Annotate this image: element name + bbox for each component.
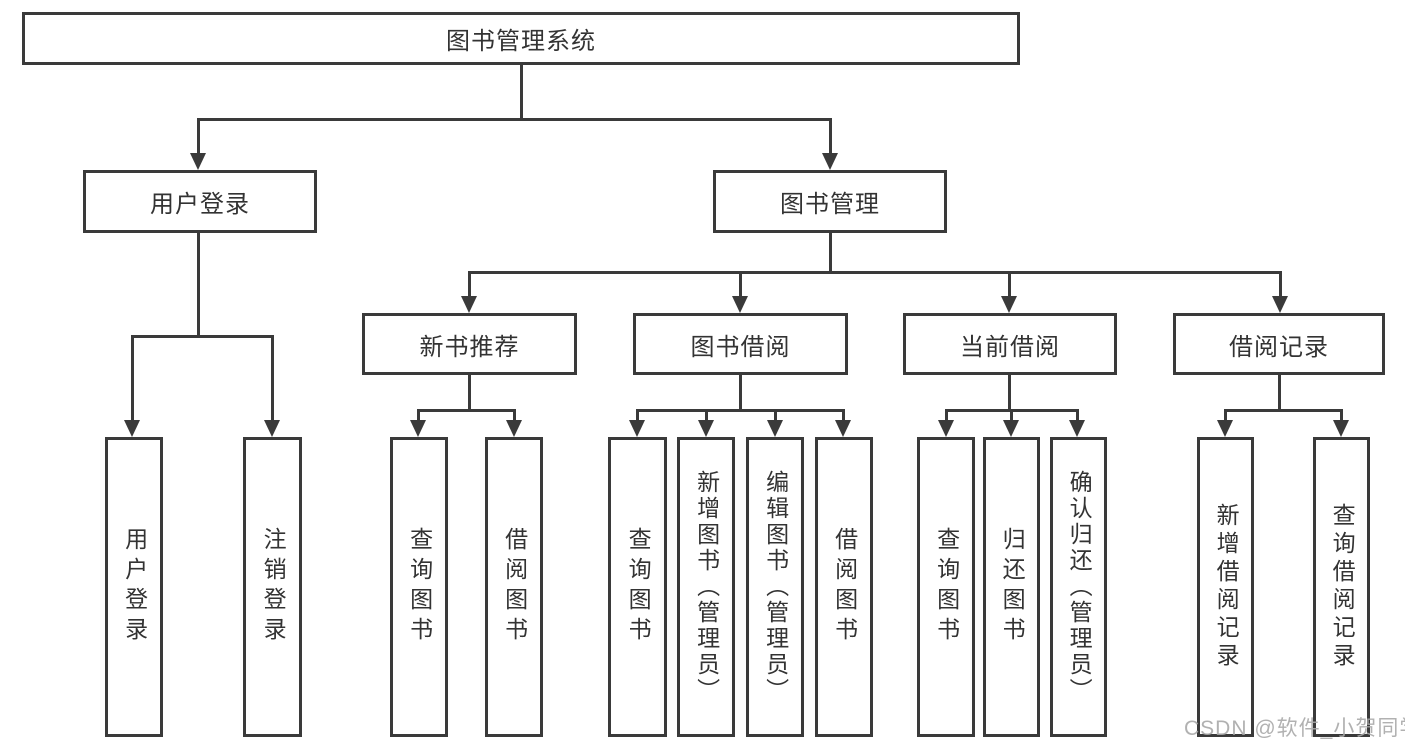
arrow-down-icon <box>938 420 954 437</box>
connector-line <box>520 65 523 120</box>
node-label: 图书管理系统 <box>446 28 596 55</box>
connector-line <box>1008 375 1011 411</box>
leaf-label: 用户登录 <box>121 527 148 647</box>
arrow-down-icon <box>410 420 426 437</box>
node-label: 图书管理 <box>780 191 880 218</box>
leaf-query-books-borrowing: 查询图书 <box>608 437 667 737</box>
connector-line <box>1008 271 1011 298</box>
arrow-down-icon <box>767 420 783 437</box>
node-borrowing-records: 借阅记录 <box>1173 313 1385 375</box>
connector-line <box>1278 375 1281 411</box>
connector-line <box>417 409 420 423</box>
node-new-book-recommendation: 新书推荐 <box>362 313 577 375</box>
connector-line <box>1340 409 1343 423</box>
connector-line <box>131 335 134 421</box>
arrow-down-icon <box>1069 420 1085 437</box>
connector-line <box>131 335 274 338</box>
leaf-borrow-books-recommend: 借阅图书 <box>485 437 543 737</box>
leaf-edit-books-admin: 编辑图书（管理员） <box>746 437 804 737</box>
connector-line <box>197 118 200 154</box>
arrow-down-icon <box>822 153 838 170</box>
leaf-label: 查询图书 <box>406 527 433 647</box>
arrow-down-icon <box>461 296 477 313</box>
connector-line <box>842 409 845 423</box>
connector-line <box>705 409 708 423</box>
connector-line <box>468 271 471 298</box>
leaf-confirm-return-admin: 确认归还（管理员） <box>1050 437 1107 737</box>
leaf-label: 查询图书 <box>625 527 652 647</box>
connector-line <box>417 409 516 412</box>
connector-line <box>945 409 948 423</box>
arrow-down-icon <box>629 420 645 437</box>
leaf-query-books-recommend: 查询图书 <box>390 437 448 737</box>
connector-line <box>197 233 200 337</box>
node-label: 借阅记录 <box>1229 333 1329 361</box>
arrow-down-icon <box>698 420 714 437</box>
connector-line <box>468 271 1282 274</box>
arrow-down-icon <box>124 420 140 437</box>
arrow-down-icon <box>732 296 748 313</box>
leaf-borrow-books-borrowing: 借阅图书 <box>815 437 873 737</box>
connector-line <box>1224 409 1342 412</box>
leaf-logout-login: 注销登录 <box>243 437 302 737</box>
connector-line <box>636 409 845 412</box>
leaf-label: 查询借阅记录 <box>1329 503 1356 671</box>
leaf-query-books-current: 查询图书 <box>917 437 975 737</box>
leaf-label: 借阅图书 <box>831 527 858 647</box>
arrow-down-icon <box>1001 296 1017 313</box>
watermark: CSDN @软件_小贺同学 <box>1184 717 1405 740</box>
leaf-add-books-admin: 新增图书（管理员） <box>677 437 735 737</box>
leaf-query-borrow-record: 查询借阅记录 <box>1313 437 1370 737</box>
connector-line <box>829 118 832 154</box>
leaf-label: 新增借阅记录 <box>1213 503 1240 671</box>
connector-line <box>636 409 639 423</box>
node-label: 图书借阅 <box>690 333 791 361</box>
arrow-down-icon <box>506 420 522 437</box>
node-current-borrowing: 当前借阅 <box>903 313 1117 375</box>
connector-line <box>468 375 471 411</box>
arrow-down-icon <box>1333 420 1349 437</box>
leaf-label: 新增图书（管理员） <box>693 470 720 704</box>
node-book-management: 图书管理 <box>713 170 947 233</box>
connector-line <box>513 409 516 423</box>
connector-line <box>739 375 742 411</box>
node-book-borrowing: 图书借阅 <box>633 313 848 375</box>
arrow-down-icon <box>1217 420 1233 437</box>
connector-line <box>197 118 832 121</box>
leaf-label: 借阅图书 <box>501 527 528 647</box>
arrow-down-icon <box>835 420 851 437</box>
leaf-label: 确认归还（管理员） <box>1066 470 1093 704</box>
leaf-return-books: 归还图书 <box>983 437 1040 737</box>
connector-line <box>1279 271 1282 298</box>
connector-line <box>739 271 742 298</box>
connector-line <box>1076 409 1079 423</box>
node-library-management-system: 图书管理系统 <box>22 12 1020 65</box>
arrow-down-icon <box>1003 420 1019 437</box>
node-label: 当前借阅 <box>960 333 1060 361</box>
arrow-down-icon <box>1272 296 1288 313</box>
leaf-label: 查询图书 <box>933 527 960 647</box>
connector-line <box>829 233 832 273</box>
leaf-user-login: 用户登录 <box>105 437 163 737</box>
node-user-login: 用户登录 <box>83 170 317 233</box>
connector-line <box>1224 409 1227 423</box>
connector-line <box>271 335 274 421</box>
leaf-label: 编辑图书（管理员） <box>762 470 789 704</box>
arrow-down-icon <box>190 153 206 170</box>
connector-line <box>774 409 777 423</box>
node-label: 用户登录 <box>150 191 250 218</box>
leaf-label: 归还图书 <box>999 527 1026 647</box>
leaf-add-borrow-record: 新增借阅记录 <box>1197 437 1254 737</box>
node-label: 新书推荐 <box>419 333 520 361</box>
arrow-down-icon <box>264 420 280 437</box>
leaf-label: 注销登录 <box>260 527 287 647</box>
connector-line <box>1010 409 1013 423</box>
